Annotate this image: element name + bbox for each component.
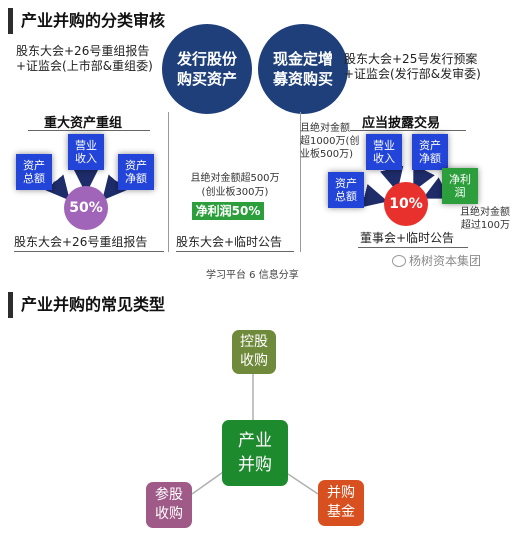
- node-controlling-l1: 控股: [240, 334, 268, 350]
- node-fund-l2: 基金: [327, 504, 355, 520]
- disclose-title-underline: [350, 130, 466, 131]
- disclose-sq-net: 资产净额: [412, 134, 448, 170]
- divider-right: [300, 112, 301, 252]
- major-percent-circle: 50%: [64, 186, 108, 230]
- major-sq-net-l1: 资产: [125, 159, 147, 172]
- section2-title: 产业并购的常见类型: [8, 292, 321, 318]
- top-right-line1: 股东大会+25号发行预案: [344, 52, 478, 66]
- major-sq-assets-l1: 资产: [23, 159, 45, 172]
- arrow-disclose-profit: [422, 177, 450, 199]
- disclose-percent-circle: 10%: [384, 182, 428, 226]
- disclose-note: 且绝对金额 超1000万(创 业板500万): [300, 122, 360, 161]
- middle-bottom-underline: [176, 251, 294, 252]
- major-sq-revenue: 营业收入: [68, 134, 104, 170]
- disclose-note2-l1: 且绝对金额: [460, 207, 510, 218]
- footer-text: 学习平台 6 信息分享: [206, 270, 299, 281]
- major-restructuring-title: 重大资产重组: [44, 116, 123, 131]
- disclose-sq-revenue-l1: 营业: [373, 139, 395, 152]
- circle-cash-placement-line2: 募资购买: [272, 70, 333, 88]
- node-industrial-ma: 产业并购: [222, 420, 288, 486]
- disclose-note-l1: 且绝对金额: [300, 123, 350, 134]
- arrow-disclose-net: [413, 164, 435, 192]
- circle-cash-placement: 现金定增 募资购买: [258, 24, 348, 114]
- major-sq-assets: 资产总额: [16, 154, 52, 190]
- middle-net-profit-tag: 净利润50%: [192, 202, 264, 220]
- circle-cash-placement-line1: 现金定增: [272, 50, 333, 68]
- arrow-major-net: [102, 174, 127, 201]
- connector-right: [281, 469, 319, 495]
- major-bottom-label: 股东大会+26号重组报告: [14, 235, 148, 249]
- disclose-bottom-label: 董事会+临时公告: [360, 231, 455, 245]
- divider-left: [168, 112, 169, 252]
- disclose-sq-profit-l1: 净利: [449, 173, 471, 186]
- disclose-sq-assets: 资产总额: [328, 172, 364, 208]
- top-right-requirement: 股东大会+25号发行预案 +证监会(发行部&发审委): [344, 52, 504, 82]
- disclose-sq-profit: 净利润: [442, 168, 478, 204]
- major-sq-revenue-l1: 营业: [75, 139, 97, 152]
- node-minority-acquisition: 参股收购: [146, 482, 192, 528]
- top-left-requirement: 股东大会+26号重组报告 +证监会(上市部&重组委): [16, 44, 166, 74]
- disclose-note-l2: 超1000万(创: [300, 136, 360, 147]
- arrows-layer: [45, 164, 450, 208]
- node-minority-l1: 参股: [155, 487, 183, 503]
- major-title-underline: [28, 130, 150, 131]
- major-bottom-underline: [14, 251, 164, 252]
- node-controlling-l2: 收购: [240, 353, 268, 369]
- circle-issue-shares-line2: 购买资产: [176, 70, 237, 88]
- disclose-sq-profit-l2: 润: [454, 186, 466, 199]
- node-minority-l2: 收购: [155, 506, 183, 522]
- arrow-major-assets: [45, 174, 70, 201]
- watermark: 杨树资本集团: [392, 252, 481, 269]
- disclose-sq-assets-l2: 总额: [335, 190, 357, 203]
- middle-line2: (创业板300万): [201, 187, 269, 198]
- top-right-line2: +证监会(发行部&发审委): [344, 67, 481, 81]
- section1-title: 产业并购的分类审核: [8, 8, 321, 34]
- disclose-sq-revenue-l2: 收入: [373, 152, 395, 165]
- major-sq-net-l2: 净额: [125, 172, 147, 185]
- major-sq-revenue-l2: 收入: [75, 152, 97, 165]
- top-left-line2: +证监会(上市部&重组委): [16, 59, 153, 73]
- disclose-bottom-underline: [358, 247, 468, 248]
- wechat-icon: [392, 254, 406, 267]
- disclose-sq-revenue: 营业收入: [366, 134, 402, 170]
- node-ma-fund: 并购基金: [318, 480, 364, 526]
- middle-line1: 且绝对金额超500万: [190, 173, 280, 184]
- disclose-note-l3: 业板500万): [300, 149, 353, 160]
- node-controlling-acquisition: 控股收购: [232, 330, 276, 374]
- watermark-text: 杨树资本集团: [409, 254, 482, 268]
- arrow-disclose-assets: [361, 183, 388, 208]
- disclose-sq-assets-l1: 资产: [335, 177, 357, 190]
- disclose-title: 应当披露交易: [362, 116, 441, 131]
- connector-left: [191, 469, 227, 495]
- major-sq-assets-l2: 总额: [23, 172, 45, 185]
- circle-issue-shares: 发行股份 购买资产: [162, 24, 252, 114]
- circle-issue-shares-line1: 发行股份: [176, 50, 237, 68]
- middle-bottom-label: 股东大会+临时公告: [176, 235, 283, 249]
- major-sq-net: 资产净额: [118, 154, 154, 190]
- node-center-l2: 并购: [238, 455, 272, 475]
- disclose-sq-net-l2: 净额: [419, 152, 441, 165]
- top-left-line1: 股东大会+26号重组报告: [16, 44, 150, 58]
- disclose-note2: 且绝对金额 超过100万: [440, 206, 510, 232]
- node-fund-l1: 并购: [327, 485, 355, 501]
- node-center-l1: 产业: [238, 431, 272, 451]
- disclose-note2-l2: 超过100万: [460, 220, 510, 231]
- disclose-sq-net-l1: 资产: [419, 139, 441, 152]
